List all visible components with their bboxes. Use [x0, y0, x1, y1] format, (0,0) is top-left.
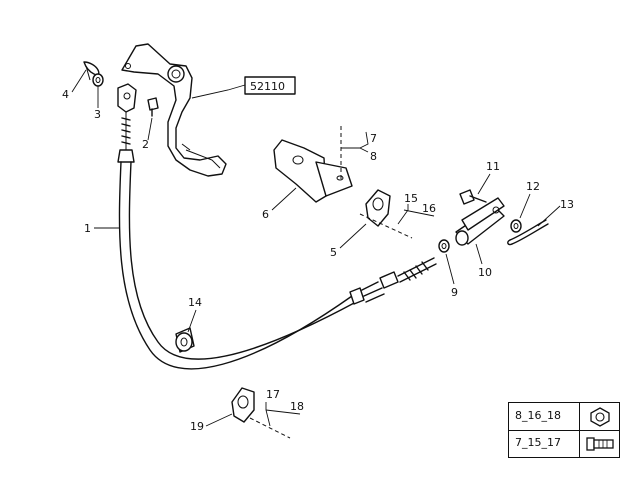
callout-9: 9 [451, 286, 458, 299]
pedal-assembly [121, 43, 227, 177]
cable-clamp [365, 189, 391, 227]
legend-divider [579, 403, 580, 457]
rubber-bush [175, 327, 195, 353]
callout-12: 12 [526, 180, 540, 193]
callout-18: 18 [290, 400, 304, 413]
callout-7: 7 [370, 132, 377, 145]
mounting-bracket [273, 139, 353, 203]
callout-13: 13 [560, 198, 574, 211]
callout-16: 16 [422, 202, 436, 215]
reference-box-label: 52110 [250, 80, 285, 93]
callout-3: 3 [94, 108, 101, 121]
callout-11: 11 [486, 160, 500, 173]
callout-5: 5 [330, 246, 337, 259]
clevis-pin [147, 97, 159, 117]
callout-15: 15 [404, 192, 418, 205]
callout-17: 17 [266, 388, 280, 401]
control-cable [117, 112, 437, 370]
legend-row-nut: 8_16_18 [509, 403, 619, 431]
callout-8: 8 [370, 150, 377, 163]
callout-14: 14 [188, 296, 202, 309]
legend-row-bolt-label: 7_15_17 [515, 436, 561, 449]
hardware-legend-table: 8_16_18 7_15_17 [508, 402, 620, 458]
callout-19: 19 [190, 420, 204, 433]
legend-row-bolt: 7_15_17 [509, 430, 619, 457]
fork-pin [459, 189, 487, 205]
cable-clevis-top [117, 83, 137, 113]
hex-nut-icon [590, 407, 610, 427]
washer [92, 73, 104, 87]
bolt-icon [586, 437, 614, 451]
lower-cable-clamp [231, 387, 255, 423]
callout-labels: 1 2 3 4 5 6 7 8 9 10 11 12 13 [62, 69, 574, 433]
callout-4: 4 [62, 88, 69, 101]
callout-10: 10 [478, 266, 492, 279]
callout-6: 6 [262, 208, 269, 221]
legend-row-nut-label: 8_16_18 [515, 409, 561, 422]
fork-washer [510, 219, 522, 233]
lock-nut [438, 239, 450, 253]
reference-box: 52110 [191, 76, 296, 99]
callout-1: 1 [84, 222, 91, 235]
clevis-fork [455, 197, 505, 246]
callout-2: 2 [142, 138, 149, 151]
